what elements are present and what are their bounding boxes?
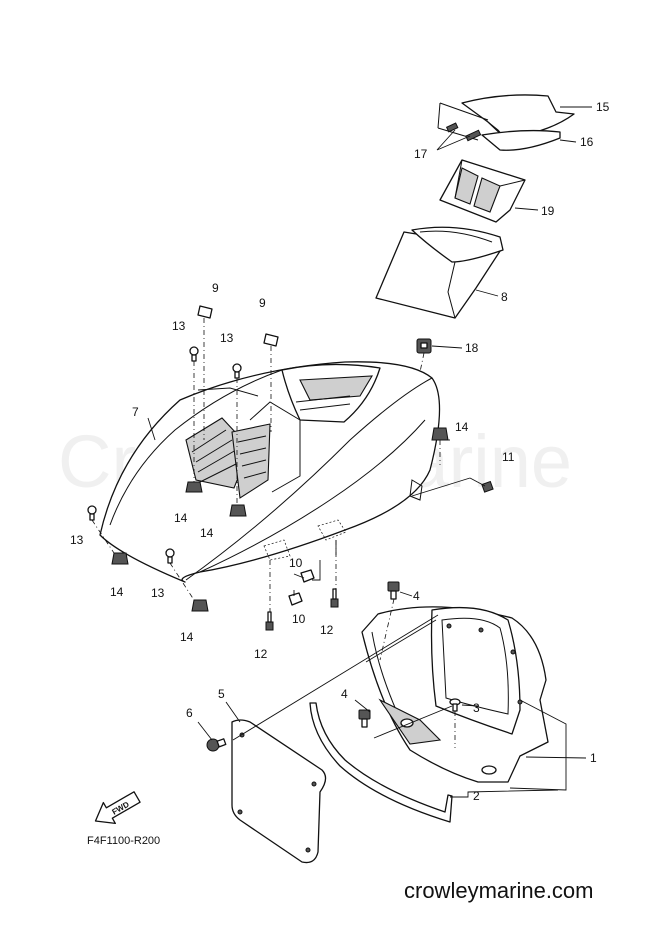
callout-11[interactable]: 11 bbox=[502, 450, 515, 464]
callout-7[interactable]: 7 bbox=[132, 405, 139, 419]
part-18-grommet[interactable] bbox=[416, 338, 432, 354]
callout-14-b[interactable]: 14 bbox=[200, 526, 214, 540]
callout-14-e[interactable]: 14 bbox=[455, 420, 469, 434]
callout-18[interactable]: 18 bbox=[465, 341, 479, 355]
leader-lines bbox=[147, 106, 592, 798]
fwd-arrow-icon: FWD bbox=[94, 791, 141, 825]
part-10-nut-lower[interactable] bbox=[288, 592, 303, 606]
part-9-clip-left[interactable] bbox=[197, 305, 213, 319]
part-14-mount-a[interactable] bbox=[185, 481, 203, 493]
part-11-bolt[interactable] bbox=[481, 480, 494, 493]
callout-13-c[interactable]: 13 bbox=[70, 533, 84, 547]
callout-14-c[interactable]: 14 bbox=[110, 585, 124, 599]
part-19-tray[interactable] bbox=[439, 159, 526, 223]
part-3-clip[interactable] bbox=[449, 698, 461, 712]
callout-6[interactable]: 6 bbox=[186, 706, 193, 720]
part-2-seal-strip[interactable] bbox=[309, 702, 453, 823]
callout-12-a[interactable]: 12 bbox=[254, 647, 268, 661]
callout-19[interactable]: 19 bbox=[541, 204, 555, 218]
part-10-nut-upper[interactable] bbox=[300, 569, 315, 583]
callout-10-a[interactable]: 10 bbox=[289, 556, 303, 570]
part-1-lower-box[interactable] bbox=[361, 606, 549, 783]
part-4-bolt-upper[interactable] bbox=[387, 581, 400, 600]
site-name[interactable]: crowleymarine.com bbox=[404, 878, 594, 903]
callout-4-a[interactable]: 4 bbox=[413, 589, 420, 603]
callout-17[interactable]: 17 bbox=[414, 147, 428, 161]
part-17-latch[interactable] bbox=[445, 122, 482, 142]
callout-13-d[interactable]: 13 bbox=[151, 586, 165, 600]
callout-2[interactable]: 2 bbox=[473, 789, 480, 803]
callout-3[interactable]: 3 bbox=[473, 701, 480, 715]
callout-12-b[interactable]: 12 bbox=[320, 623, 334, 637]
part-6-screw[interactable] bbox=[206, 738, 227, 752]
part-14-mount-e[interactable] bbox=[431, 427, 449, 441]
part-12-bolt-right[interactable] bbox=[330, 588, 339, 608]
callout-9-right[interactable]: 9 bbox=[259, 296, 266, 310]
callout-10-b[interactable]: 10 bbox=[292, 612, 306, 626]
callout-4-b[interactable]: 4 bbox=[341, 687, 348, 701]
callout-16[interactable]: 16 bbox=[580, 135, 594, 149]
part-9-clip-right[interactable] bbox=[263, 333, 279, 347]
part-5-cover-plate[interactable] bbox=[231, 719, 327, 864]
part-7-engine-hood[interactable] bbox=[99, 361, 441, 583]
assembly-lines bbox=[91, 318, 456, 748]
callout-14-a[interactable]: 14 bbox=[174, 511, 188, 525]
callout-14-d[interactable]: 14 bbox=[180, 630, 194, 644]
callout-8[interactable]: 8 bbox=[501, 290, 508, 304]
callout-13-b[interactable]: 13 bbox=[220, 331, 234, 345]
callout-15[interactable]: 15 bbox=[596, 100, 610, 114]
callout-1[interactable]: 1 bbox=[590, 751, 597, 765]
callout-numbers: 15 16 17 19 8 18 9 9 13 13 7 14 11 14 14… bbox=[70, 100, 610, 803]
part-14-mount-c[interactable] bbox=[111, 552, 129, 565]
part-13-screw-d[interactable] bbox=[165, 548, 175, 564]
part-13-screw-c[interactable] bbox=[87, 505, 97, 521]
part-4-bolt-lower[interactable] bbox=[358, 709, 371, 728]
part-8-storage-bin[interactable] bbox=[375, 226, 504, 319]
part-13-screw-b[interactable] bbox=[232, 363, 242, 379]
part-16-gasket[interactable] bbox=[481, 129, 561, 151]
callout-9-left[interactable]: 9 bbox=[212, 281, 219, 295]
part-13-screw-a[interactable] bbox=[189, 346, 199, 362]
part-12-bolt-left[interactable] bbox=[265, 611, 274, 631]
part-14-mount-b[interactable] bbox=[229, 504, 247, 517]
callout-13-a[interactable]: 13 bbox=[172, 319, 186, 333]
part-code: F4F1100-R200 bbox=[87, 835, 161, 847]
part-14-mount-d[interactable] bbox=[191, 599, 209, 612]
callout-5[interactable]: 5 bbox=[218, 687, 225, 701]
